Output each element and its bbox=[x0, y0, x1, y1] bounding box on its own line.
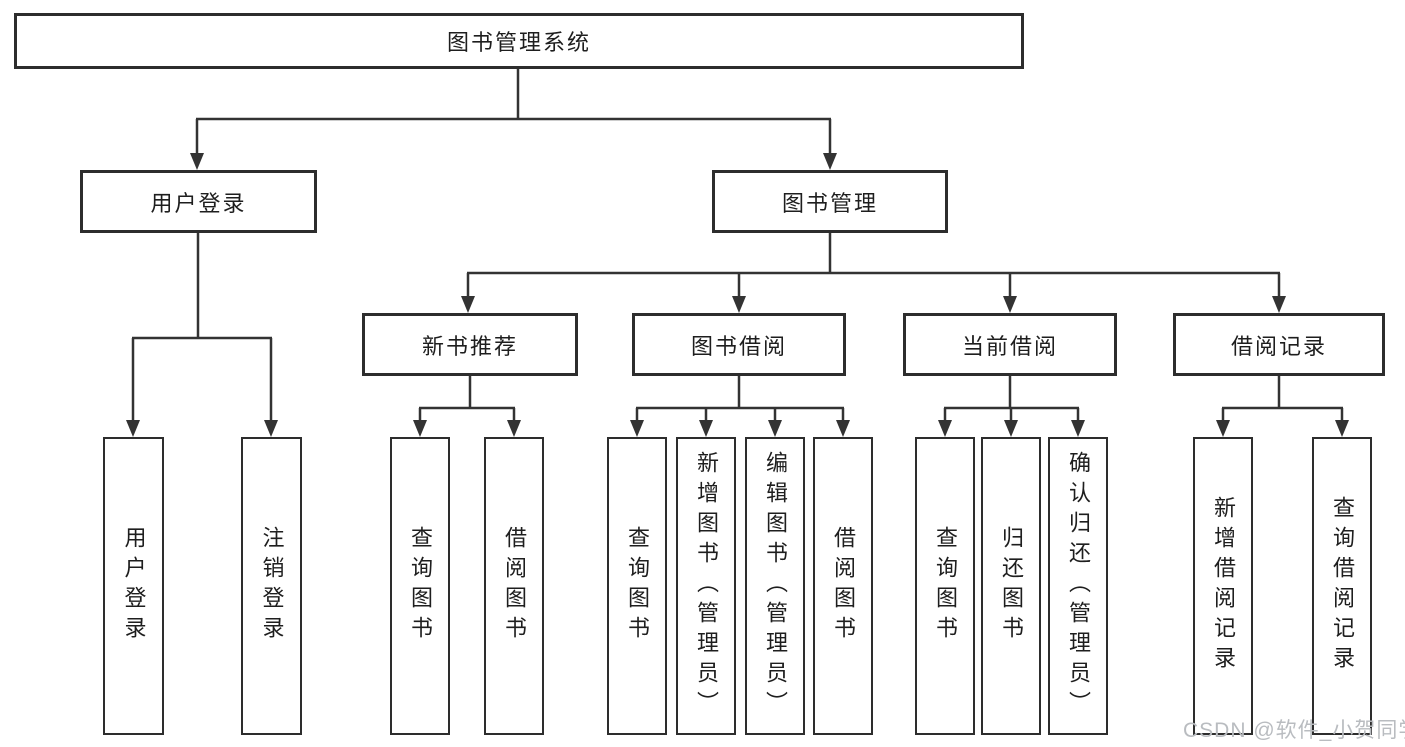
node-leaf-query-books-1-label: 查询图书 bbox=[408, 526, 433, 646]
node-leaf-query-books-3: 查询图书 bbox=[915, 437, 975, 735]
node-leaf-logout: 注销登录 bbox=[241, 437, 302, 735]
node-leaf-borrow-books-2-label: 借阅图书 bbox=[831, 526, 856, 646]
node-borrow-records: 借阅记录 bbox=[1173, 313, 1385, 376]
node-library-system-label: 图书管理系统 bbox=[446, 30, 591, 55]
node-leaf-confirm-return-admin: 确认归还（管理员） bbox=[1048, 437, 1108, 735]
node-leaf-borrow-books-1-label: 借阅图书 bbox=[502, 526, 527, 646]
node-book-borrow: 图书借阅 bbox=[632, 313, 846, 376]
node-user-login: 用户登录 bbox=[80, 170, 317, 233]
node-leaf-return-books-label: 归还图书 bbox=[999, 526, 1024, 646]
node-leaf-query-books-3-label: 查询图书 bbox=[933, 526, 958, 646]
node-leaf-confirm-return-admin-label: 确认归还（管理员） bbox=[1066, 451, 1091, 721]
edge-book-borrow-to-leaves bbox=[630, 376, 850, 437]
node-new-book-recommend: 新书推荐 bbox=[362, 313, 578, 376]
node-leaf-query-borrow-record-label: 查询借阅记录 bbox=[1330, 496, 1355, 676]
node-leaf-edit-books-admin-label: 编辑图书（管理员） bbox=[763, 451, 788, 721]
node-leaf-logout-label: 注销登录 bbox=[259, 526, 285, 646]
node-new-book-recommend-label: 新书推荐 bbox=[421, 333, 518, 359]
edge-book-management-to-level2 bbox=[461, 233, 1286, 313]
node-book-management: 图书管理 bbox=[712, 170, 948, 233]
node-leaf-query-borrow-record: 查询借阅记录 bbox=[1312, 437, 1372, 735]
node-leaf-query-books-1: 查询图书 bbox=[390, 437, 450, 735]
node-leaf-user-login-label: 用户登录 bbox=[121, 526, 147, 646]
node-current-borrow: 当前借阅 bbox=[903, 313, 1117, 376]
node-leaf-borrow-books-2: 借阅图书 bbox=[813, 437, 873, 735]
node-book-borrow-label: 图书借阅 bbox=[690, 333, 787, 359]
node-leaf-add-borrow-record: 新增借阅记录 bbox=[1193, 437, 1253, 735]
node-borrow-records-label: 借阅记录 bbox=[1230, 333, 1327, 359]
node-library-system: 图书管理系统 bbox=[14, 13, 1024, 69]
edge-user-login-to-leaves bbox=[126, 233, 278, 437]
node-leaf-user-login: 用户登录 bbox=[103, 437, 164, 735]
node-leaf-query-books-2: 查询图书 bbox=[607, 437, 667, 735]
node-leaf-add-borrow-record-label: 新增借阅记录 bbox=[1211, 496, 1236, 676]
node-leaf-add-books-admin: 新增图书（管理员） bbox=[676, 437, 736, 735]
edge-current-borrow-to-leaves bbox=[938, 376, 1085, 437]
node-book-management-label: 图书管理 bbox=[781, 190, 878, 216]
node-current-borrow-label: 当前借阅 bbox=[961, 333, 1058, 359]
csdn-watermark: CSDN @软件_小贺同学 bbox=[1183, 719, 1405, 742]
node-leaf-add-books-admin-label: 新增图书（管理员） bbox=[694, 451, 719, 721]
edge-root-to-level1 bbox=[190, 69, 837, 170]
node-user-login-label: 用户登录 bbox=[150, 190, 247, 216]
edge-new-book-recommend-to-leaves bbox=[413, 376, 521, 437]
node-leaf-query-books-2-label: 查询图书 bbox=[625, 526, 650, 646]
edge-borrow-records-to-leaves bbox=[1216, 376, 1349, 437]
node-leaf-edit-books-admin: 编辑图书（管理员） bbox=[745, 437, 805, 735]
node-leaf-return-books: 归还图书 bbox=[981, 437, 1041, 735]
node-leaf-borrow-books-1: 借阅图书 bbox=[484, 437, 544, 735]
